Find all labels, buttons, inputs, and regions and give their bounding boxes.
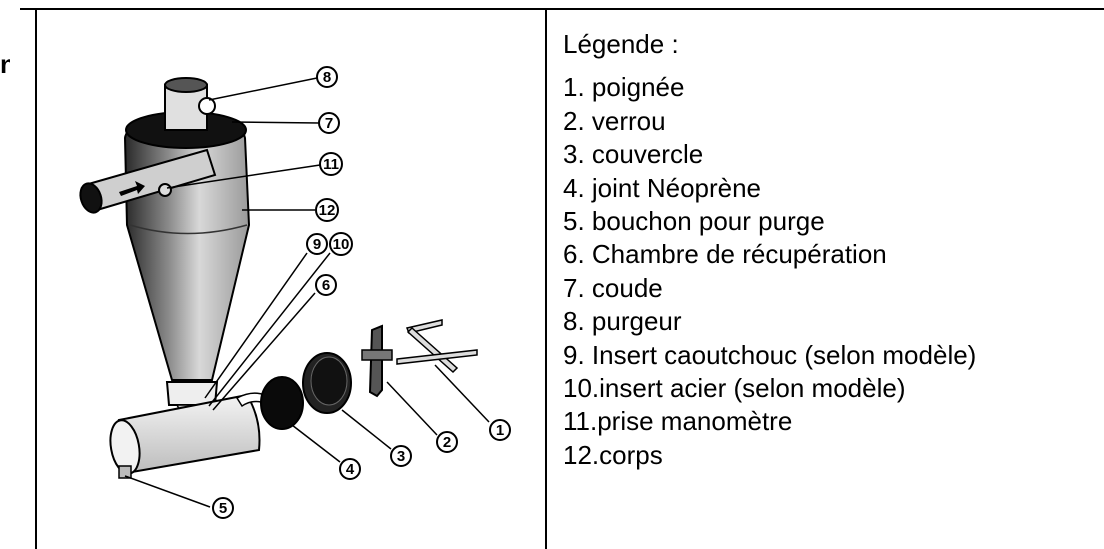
svg-text:8: 8 (323, 69, 331, 86)
callout-4: 4 (339, 458, 361, 480)
svg-text:5: 5 (219, 500, 227, 517)
svg-text:2: 2 (443, 434, 451, 451)
legend-list: 1. poignée 2. verrou 3. couvercle 4. joi… (563, 71, 976, 472)
callout-5: 5 (212, 497, 234, 519)
leader-lines (124, 77, 490, 508)
t-handle (396, 319, 478, 374)
callout-12: 12 (315, 198, 339, 222)
legend-item: 5. bouchon pour purge (563, 206, 825, 237)
lid (302, 352, 352, 414)
latch (361, 324, 393, 398)
neoprene-gasket (260, 376, 304, 430)
svg-text:9: 9 (313, 236, 321, 253)
svg-text:4: 4 (346, 461, 355, 478)
callout-11: 11 (319, 152, 343, 176)
callout-9: 9 (306, 233, 328, 255)
legend-item: 4. joint Néoprène (563, 172, 762, 203)
legend-item: 10.insert acier (selon modèle) (563, 373, 906, 404)
callout-6: 6 (315, 274, 337, 296)
svg-text:7: 7 (325, 115, 333, 132)
legend-item: 8. purgeur (563, 306, 682, 337)
callout-10: 10 (329, 232, 353, 256)
outlet-pipe (164, 77, 216, 131)
svg-text:12: 12 (319, 202, 336, 219)
cut-off-text: n (0, 51, 10, 77)
svg-text:1: 1 (496, 422, 504, 439)
hydrocyclone-exploded-diagram: 8 7 11 12 9 10 6 1 2 3 4 5 (79, 66, 511, 519)
legend-item: 2. verrou (563, 105, 666, 136)
inlet-pipe (79, 148, 217, 214)
legend-item: 3. couvercle (563, 139, 704, 170)
callout-3: 3 (390, 445, 412, 467)
callout-1: 1 (489, 419, 511, 441)
svg-text:11: 11 (323, 156, 339, 173)
callout-8: 8 (316, 66, 338, 88)
legend-item: 11.prise manomètre (563, 406, 793, 437)
legend-item: 1. poignée (563, 72, 685, 103)
svg-text:10: 10 (333, 236, 350, 253)
legend-title: Légende : (563, 29, 679, 59)
recovery-chamber (109, 392, 267, 479)
frame-left-line (35, 8, 37, 549)
frame-divider-line (545, 8, 547, 549)
svg-text:6: 6 (322, 277, 330, 294)
frame-top-line (20, 8, 1104, 10)
legend-item: 12.corps (563, 439, 663, 470)
legend-item: 6. Chambre de récupération (563, 239, 887, 270)
legend-item: 9. Insert caoutchouc (selon modèle) (563, 339, 977, 370)
callout-7: 7 (318, 112, 340, 134)
legend-item: 7. coude (563, 272, 663, 303)
svg-text:3: 3 (397, 448, 405, 465)
callout-2: 2 (436, 431, 458, 453)
legend: Légende : 1. poignée 2. verrou 3. couver… (563, 28, 976, 472)
